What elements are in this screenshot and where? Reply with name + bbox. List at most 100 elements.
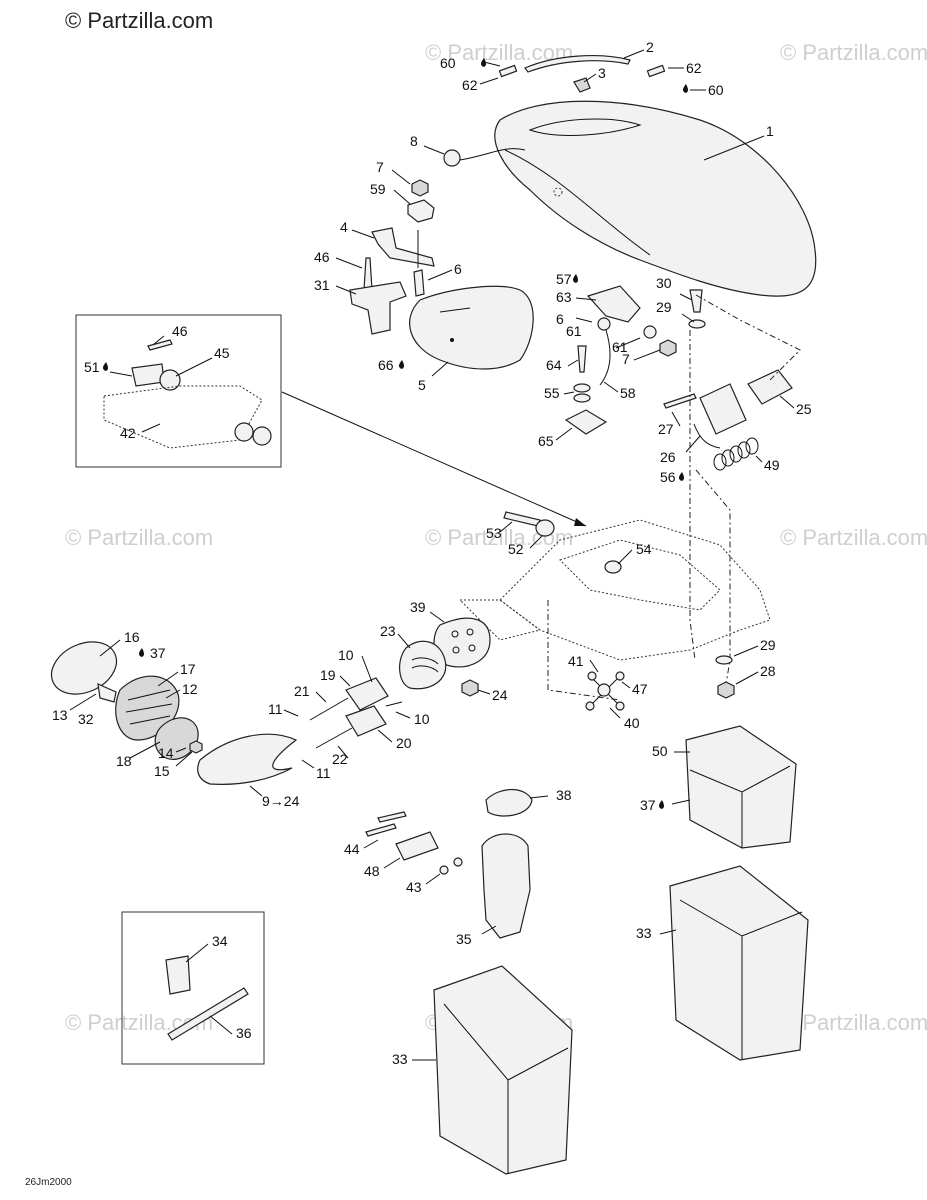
oil-drop-icon — [138, 648, 144, 657]
callout-29: 29 — [656, 299, 672, 315]
part-plate — [564, 409, 608, 435]
callout-30: 30 — [656, 275, 672, 291]
part-vent-grill — [399, 640, 447, 690]
callout-51: 51 — [84, 359, 100, 375]
part-storage-bin — [685, 725, 797, 849]
part-key-tool — [165, 955, 191, 995]
part-washer — [573, 393, 591, 403]
callout-36: 36 — [236, 1025, 252, 1041]
oil-drop-icon — [480, 58, 486, 67]
callout-10: 10 — [338, 647, 354, 663]
part-windshield — [197, 733, 298, 785]
callout-14: 14 — [158, 745, 174, 761]
callout-52: 52 — [508, 541, 524, 557]
callout-46: 46 — [314, 249, 330, 265]
part-washer — [597, 317, 611, 331]
callout-24: 24 — [492, 687, 508, 703]
part-ring — [159, 369, 181, 391]
watermark: © Partzilla.com — [780, 40, 927, 65]
callout-8: 8 — [410, 133, 418, 149]
callout-11: 11 — [268, 701, 283, 717]
part-pin-left — [498, 64, 518, 78]
callout-40: 40 — [624, 715, 640, 731]
part-gasket — [252, 426, 272, 446]
callout-54: 54 — [636, 541, 652, 557]
callout-59: 59 — [370, 181, 386, 197]
callout-39: 39 — [410, 599, 426, 615]
part-washer — [688, 319, 706, 329]
part-nut — [189, 740, 203, 754]
part-nut — [717, 681, 735, 699]
part-rivet — [365, 823, 397, 837]
callout-38: 38 — [556, 787, 572, 803]
callout-62: 62 — [686, 60, 702, 76]
callout-labels: 1 2 3 60 62 62 60 8 7 59 4 46 6 31 66 5 … — [52, 39, 812, 1067]
callout-26: 26 — [660, 449, 676, 465]
callout-19: 19 — [320, 667, 336, 683]
watermark: © Partzilla.com — [65, 525, 213, 550]
part-hinge-plate — [699, 383, 747, 435]
part-bracket — [586, 285, 641, 323]
callout-49: 49 — [764, 457, 780, 473]
part-pin — [147, 339, 173, 351]
part-pin — [663, 393, 697, 409]
callout-66: 66 — [378, 357, 394, 373]
callout-33: 33 — [636, 925, 652, 941]
callout-1: 1 — [766, 123, 774, 139]
callout-31: 31 — [314, 277, 330, 293]
oil-drop-icon — [678, 472, 684, 481]
callout-41: 41 — [568, 653, 584, 669]
callout-22: 22 — [332, 751, 348, 767]
callout-48: 48 — [364, 863, 380, 879]
part-latch-bracket — [371, 227, 435, 267]
part-washer — [643, 325, 657, 339]
part-washer — [715, 655, 733, 665]
oil-drop-icon — [682, 84, 688, 93]
drawing-code: 26Jm2000 — [25, 1177, 72, 1188]
callout-17: 17 — [180, 661, 196, 677]
oil-drop-icon — [658, 800, 664, 809]
inset-box-upper — [75, 314, 282, 468]
part-storage-bin-large — [669, 865, 809, 1061]
oil-drop-icon — [102, 362, 108, 371]
part-mirror-arm — [97, 683, 117, 703]
watermark: © Partzilla.com — [780, 525, 927, 550]
part-latch-rod — [693, 423, 721, 449]
callout-29: 29 — [760, 637, 776, 653]
callout-12: 12 — [182, 681, 198, 697]
callout-32: 32 — [78, 711, 94, 727]
callout-25: 25 — [796, 401, 812, 417]
callout-15: 15 — [154, 763, 170, 779]
oil-drop-markers — [102, 58, 688, 809]
part-gasket — [234, 422, 254, 442]
part-spring — [713, 437, 759, 471]
part-bolt — [413, 269, 425, 297]
callout-57: 57 — [556, 271, 572, 287]
callout-42: 42 — [120, 425, 136, 441]
callout-7: 7 — [376, 159, 384, 175]
callout-62: 62 — [462, 77, 478, 93]
callout-10: 10 — [414, 711, 430, 727]
part-nut — [659, 339, 677, 357]
callout-60: 60 — [440, 55, 456, 71]
part-washer — [453, 857, 463, 867]
part-grommet — [604, 560, 622, 574]
part-washer — [573, 383, 591, 393]
callout-64: 64 — [546, 357, 562, 373]
watermark: © Partzilla.com — [780, 1010, 927, 1035]
part-grommet-cross — [585, 671, 625, 711]
callout-6: 6 — [454, 261, 462, 277]
callout-60: 60 — [708, 82, 724, 98]
callout-44: 44 — [344, 841, 360, 857]
callout-5: 5 — [418, 377, 426, 393]
part-plug — [443, 149, 461, 167]
callout-58: 58 — [620, 385, 636, 401]
part-rod — [167, 987, 249, 1041]
callout-43: 43 — [406, 879, 422, 895]
callout-63: 63 — [556, 289, 572, 305]
callout-65: 65 — [538, 433, 554, 449]
leader-lines — [69, 49, 795, 1061]
callout-61: 61 — [612, 339, 628, 355]
callout-3: 3 — [598, 65, 606, 81]
